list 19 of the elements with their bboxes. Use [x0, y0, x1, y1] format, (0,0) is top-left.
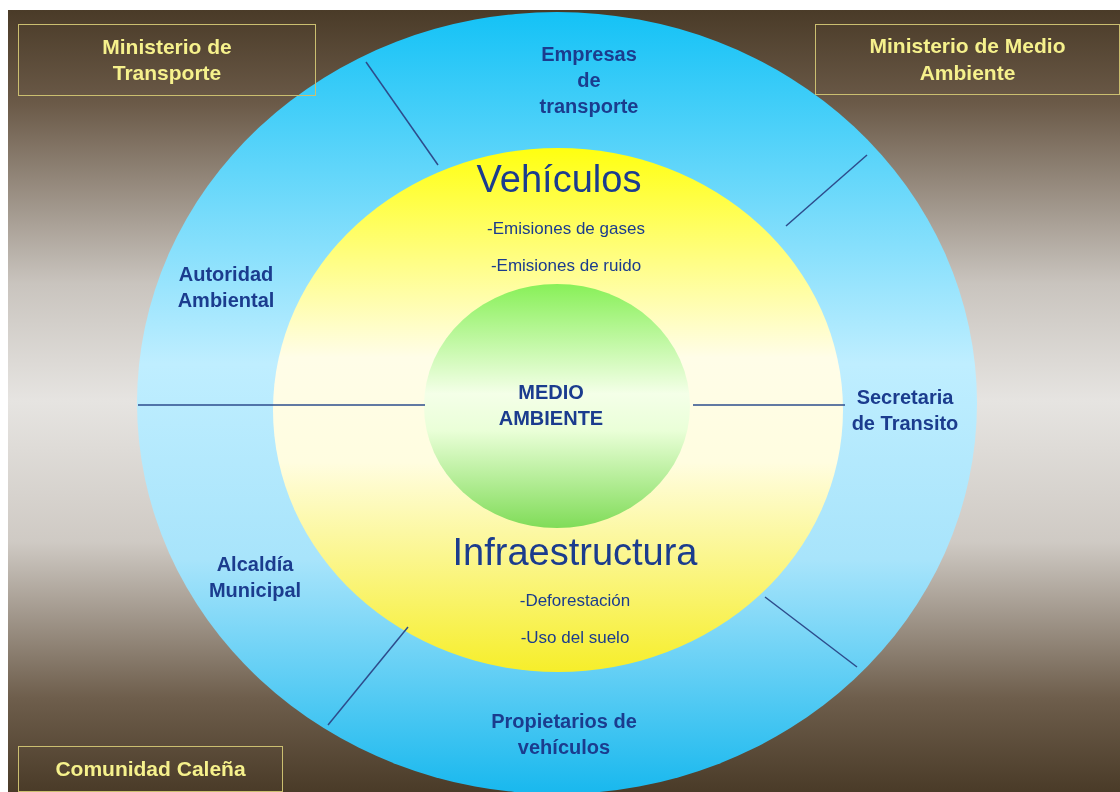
band-label: Empresas de transporte	[538, 42, 640, 119]
frame-label: Comunidad Caleña	[55, 755, 246, 782]
frame-label: Ministerio de Transporte	[101, 33, 233, 86]
ellipse-band	[424, 284, 690, 528]
band-label: Propietarios de vehículos	[490, 709, 638, 760]
frame-label: Ministerio de Medio Ambiente	[868, 33, 1067, 86]
section-heading: Infraestructura	[452, 530, 698, 576]
label-frame	[815, 24, 1120, 95]
band-label: Alcaldía Municipal	[207, 552, 303, 603]
section-heading: Vehículos	[476, 157, 642, 203]
band-label: Secretaria de Transito	[850, 385, 960, 436]
label-frame	[18, 24, 316, 96]
band-label: Autoridad Ambiental	[176, 262, 276, 313]
bullet-text: -Uso del suelo	[520, 626, 630, 649]
bullet-text: -Deforestación	[519, 589, 631, 612]
bullet-text: -Emisiones de gases	[487, 217, 645, 240]
band-label: MEDIO AMBIENTE	[497, 380, 605, 431]
label-frame	[18, 746, 283, 792]
bullet-text: -Emisiones de ruido	[490, 254, 642, 277]
